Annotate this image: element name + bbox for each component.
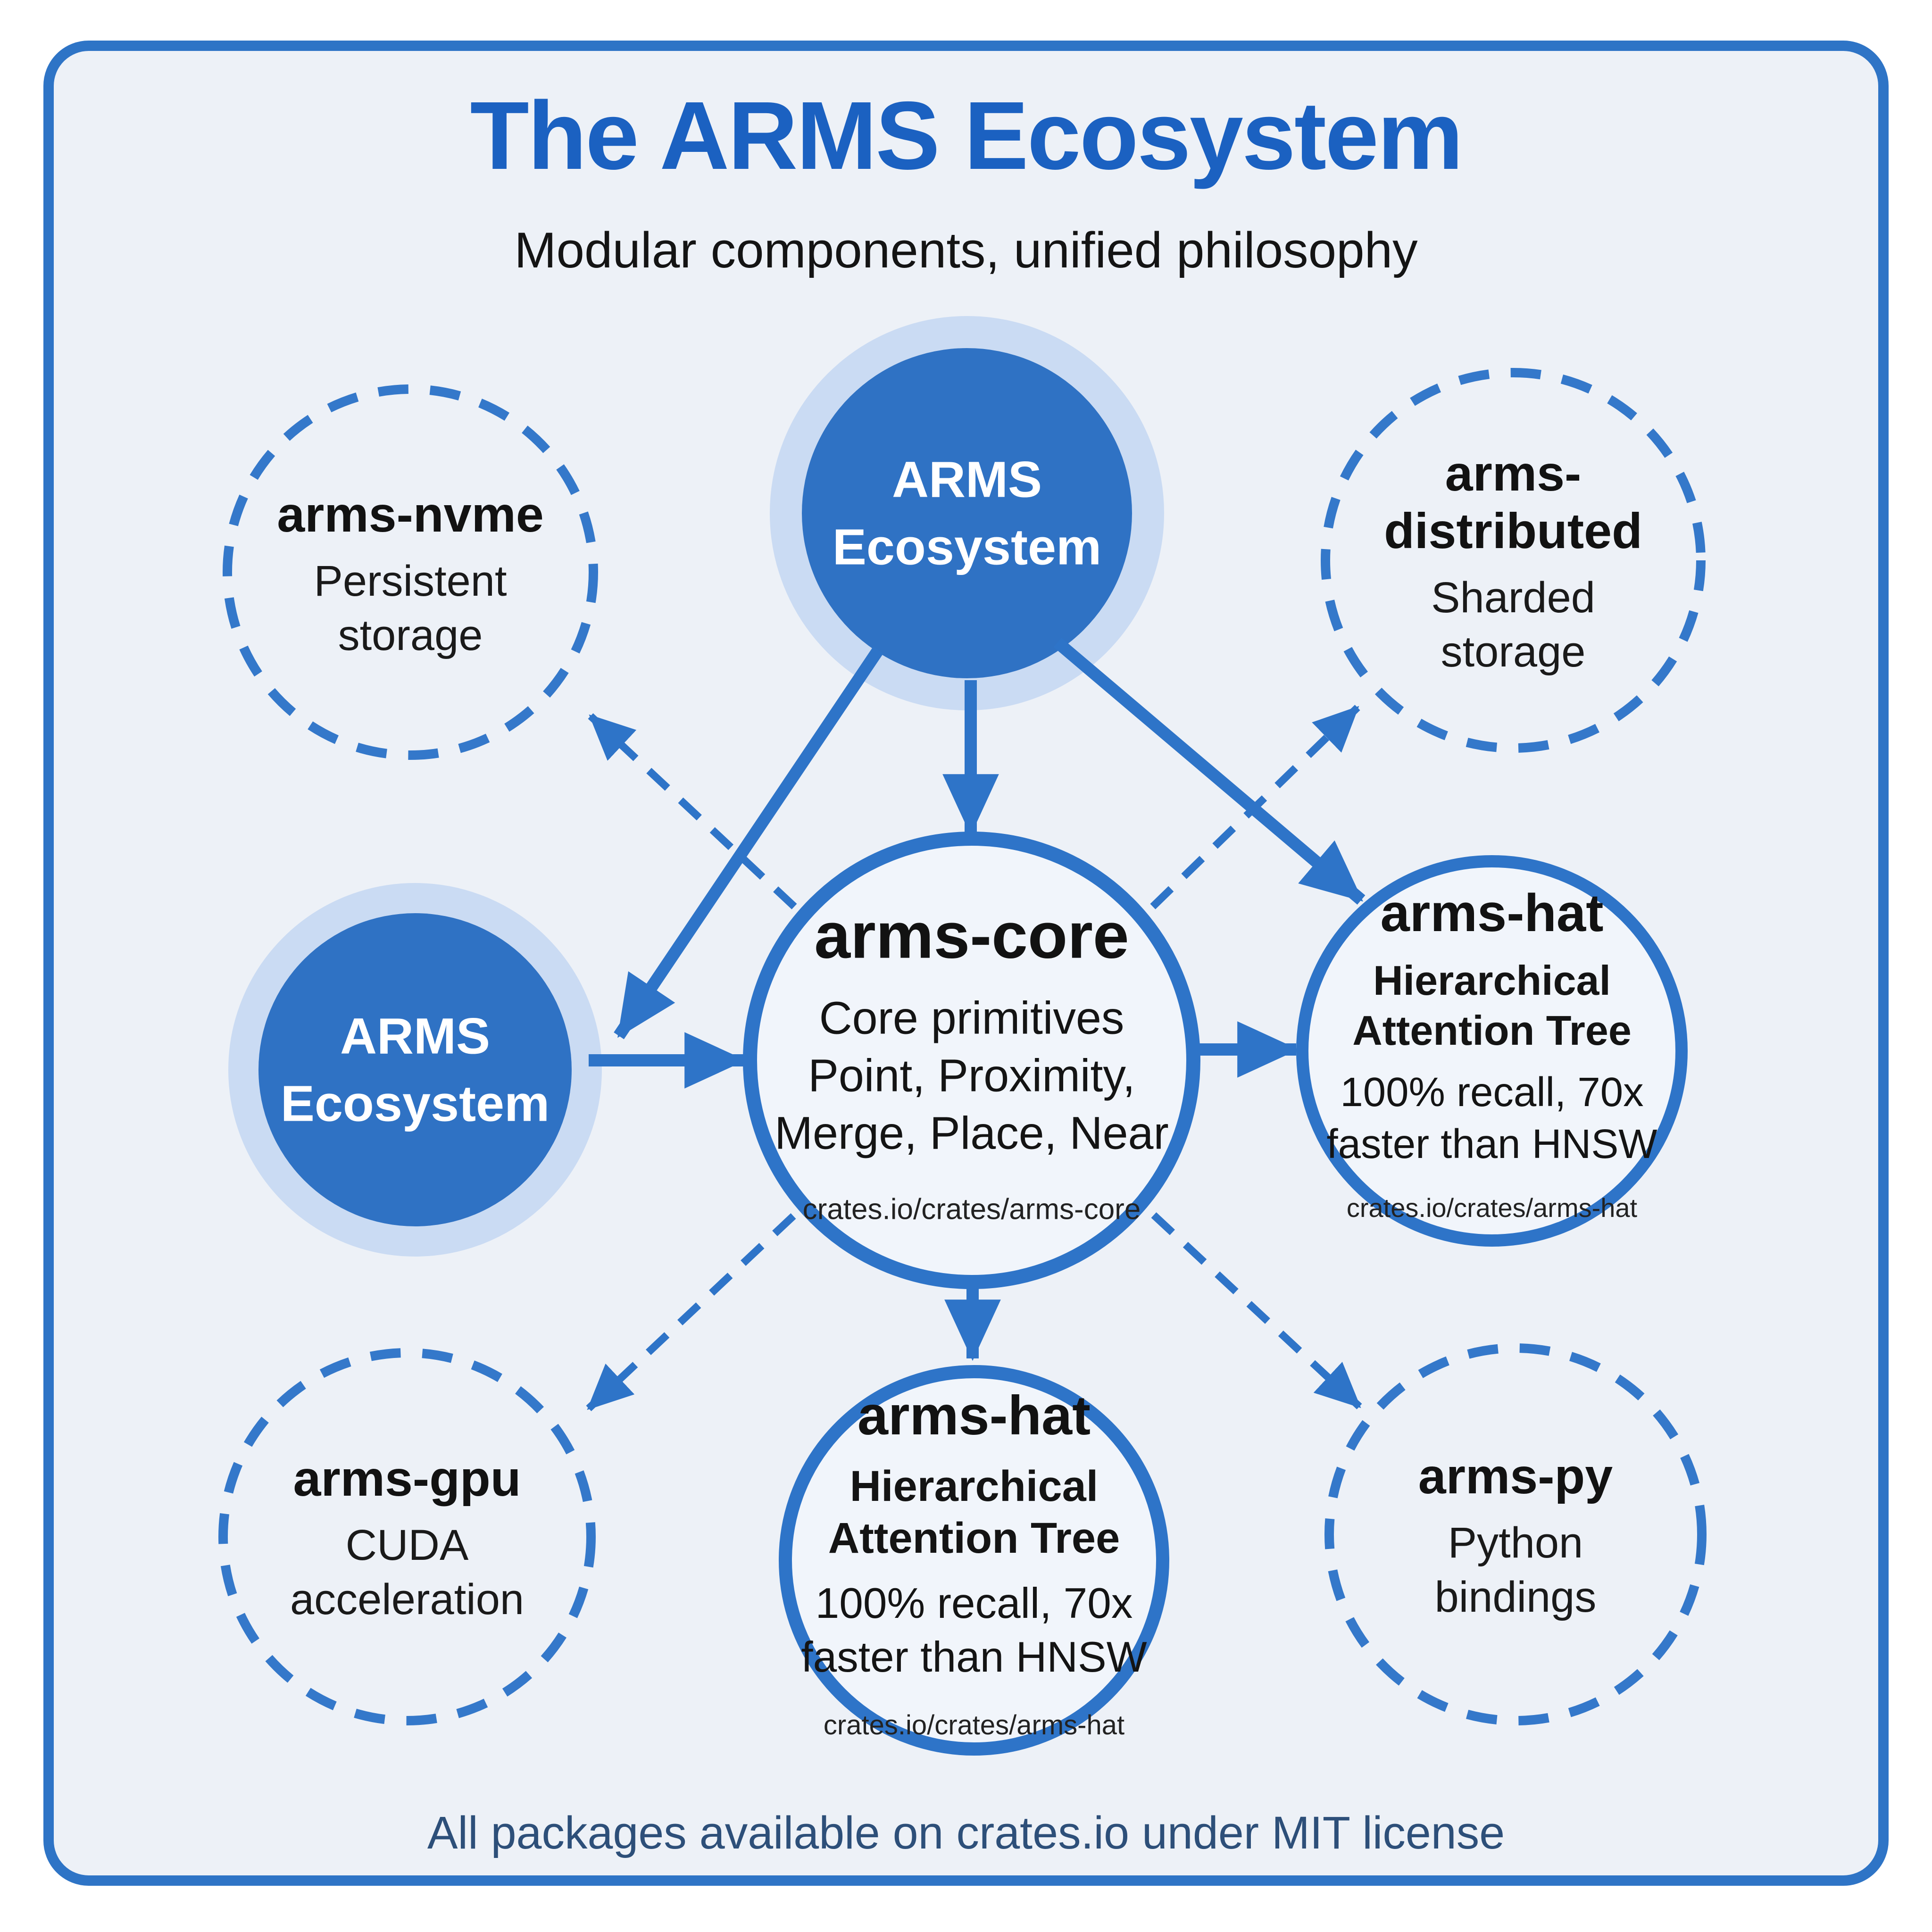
arms-nvme-desc-line1: Persistent	[314, 557, 507, 605]
circle-arms-distributed	[1321, 368, 1706, 753]
node-arms-ecosystem-top: ARMS Ecosystem	[816, 446, 1118, 580]
arms-py-name: arms-py	[1418, 1449, 1613, 1505]
node-arms-distributed: arms- distributed Sharded storage	[1348, 445, 1678, 679]
arms-gpu-desc: CUDA acceleration	[290, 1518, 524, 1627]
arms-py-desc: Python bindings	[1435, 1516, 1597, 1624]
arms-gpu-desc-line2: acceleration	[290, 1575, 525, 1624]
arms-core-desc-line1: Core primitives	[819, 992, 1124, 1044]
arms-core-url: crates.io/crates/arms-core	[802, 1193, 1141, 1226]
arms-distributed-desc-line2: storage	[1441, 627, 1586, 676]
circle-arms-py	[1324, 1343, 1707, 1725]
dashed-arrow-core-to-nvme	[588, 713, 797, 909]
arms-hat-right-subtitle: Hierarchical Attention Tree	[1352, 956, 1632, 1055]
arms-hat-right-desc-line1: 100% recall, 70x	[1340, 1069, 1644, 1115]
circle-arms-gpu	[218, 1348, 596, 1725]
arms-hat-bottom-desc-line2: faster than HNSW	[801, 1633, 1147, 1682]
node-arms-core: arms-core Core primitives Point, Proximi…	[759, 899, 1184, 1226]
arms-core-desc-line3: Merge, Place, Near	[774, 1108, 1169, 1159]
arms-gpu-name: arms-gpu	[293, 1451, 521, 1507]
node-arms-gpu: arms-gpu CUDA acceleration	[247, 1450, 567, 1627]
arrow-hub-to-hat-right	[1053, 638, 1366, 905]
arms-distributed-desc: Sharded storage	[1431, 571, 1595, 679]
page-title: The ARMS Ecosystem	[470, 82, 1464, 190]
arms-hat-bottom-subtitle: Hierarchical Attention Tree	[828, 1460, 1120, 1565]
arms-nvme-name: arms-nvme	[277, 487, 544, 543]
circle-arms-hat-right	[1296, 855, 1688, 1247]
arms-nvme-desc-line2: storage	[338, 611, 483, 659]
hub-left-label-line1: ARMS	[340, 1007, 490, 1065]
arms-core-desc-line2: Point, Proximity,	[808, 1049, 1135, 1101]
arms-hat-bottom-subtitle-line2: Attention Tree	[828, 1514, 1120, 1563]
footer-note: All packages available on crates.io unde…	[427, 1807, 1505, 1858]
arms-hat-right-url: crates.io/crates/arms-hat	[1346, 1193, 1638, 1223]
page-subtitle: Modular components, unified philosophy	[514, 222, 1418, 278]
hub-left-halo	[228, 883, 602, 1257]
node-arms-ecosystem-left: ARMS Ecosystem	[269, 1002, 561, 1137]
arms-hat-right-desc-line2: faster than HNSW	[1326, 1121, 1657, 1167]
dashed-arrow-core-to-gpu	[586, 1213, 796, 1411]
arms-hat-right-subtitle-line1: Hierarchical	[1373, 957, 1611, 1004]
arms-distributed-desc-line1: Sharded	[1431, 573, 1595, 622]
arrow-hub-to-hub-left	[614, 646, 883, 1040]
arms-distributed-name-line2: distributed	[1384, 503, 1642, 559]
arms-hat-bottom-subtitle-line1: Hierarchical	[849, 1462, 1099, 1510]
arms-hat-bottom-name: arms-hat	[857, 1384, 1091, 1446]
arms-hat-right-subtitle-line2: Attention Tree	[1352, 1007, 1632, 1054]
arms-hat-bottom-desc-line1: 100% recall, 70x	[815, 1579, 1133, 1627]
circle-arms-core	[743, 832, 1200, 1289]
hub-top-label-line2: Ecosystem	[832, 518, 1102, 575]
hub-top-label-line1: ARMS	[892, 450, 1042, 508]
node-arms-nvme: arms-nvme Persistent storage	[255, 486, 566, 663]
arms-core-name: arms-core	[814, 899, 1129, 972]
hub-left-circle	[258, 913, 572, 1226]
node-arms-hat-right: arms-hat Hierarchical Attention Tree 100…	[1317, 883, 1666, 1223]
circle-arms-hat-bottom	[779, 1365, 1169, 1756]
node-arms-hat-bottom: arms-hat Hierarchical Attention Tree 100…	[790, 1383, 1158, 1741]
arms-py-desc-line1: Python	[1448, 1518, 1583, 1567]
arms-hat-bottom-desc: 100% recall, 70x faster than HNSW	[801, 1577, 1147, 1685]
arms-hat-bottom-url: crates.io/crates/arms-hat	[823, 1710, 1125, 1741]
hub-left-label-line2: Ecosystem	[280, 1074, 550, 1132]
arms-gpu-desc-line1: CUDA	[345, 1521, 469, 1569]
arms-nvme-desc: Persistent storage	[314, 554, 507, 663]
arms-hat-right-name: arms-hat	[1380, 883, 1604, 942]
circle-arms-nvme	[223, 384, 598, 760]
hub-top-circle	[802, 348, 1132, 678]
node-arms-py: arms-py Python bindings	[1355, 1448, 1676, 1624]
arms-distributed-name-line1: arms-	[1445, 446, 1582, 502]
arms-hat-right-desc: 100% recall, 70x faster than HNSW	[1326, 1066, 1657, 1170]
arms-distributed-name: arms- distributed	[1384, 445, 1642, 560]
arms-core-desc: Core primitives Point, Proximity, Merge,…	[774, 990, 1169, 1163]
arms-py-desc-line2: bindings	[1434, 1573, 1597, 1621]
dashed-arrow-core-to-py	[1151, 1212, 1362, 1409]
